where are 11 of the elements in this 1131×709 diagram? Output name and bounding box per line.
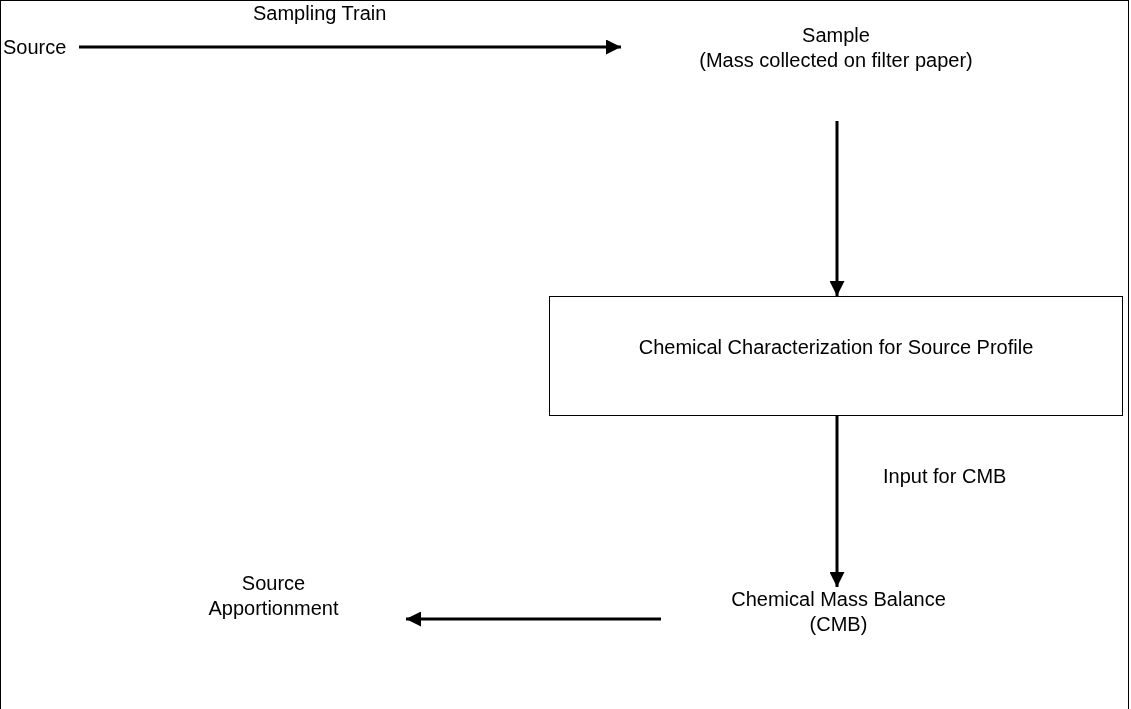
sample-label: Sample <box>802 23 870 48</box>
box-text: Chemical Characterization for Source Profile <box>638 335 1034 360</box>
source-label: Source <box>3 35 79 65</box>
result-label: Source Apportionment <box>141 571 406 633</box>
arrow <box>829 416 845 587</box>
process-box <box>549 296 1123 416</box>
caption-text: (Mass collected on filter paper) <box>699 48 973 73</box>
arrow <box>406 611 661 627</box>
arrow <box>79 39 621 55</box>
arrow <box>829 121 845 296</box>
process-label: Chemical Mass Balance (CMB) <box>661 587 1016 649</box>
